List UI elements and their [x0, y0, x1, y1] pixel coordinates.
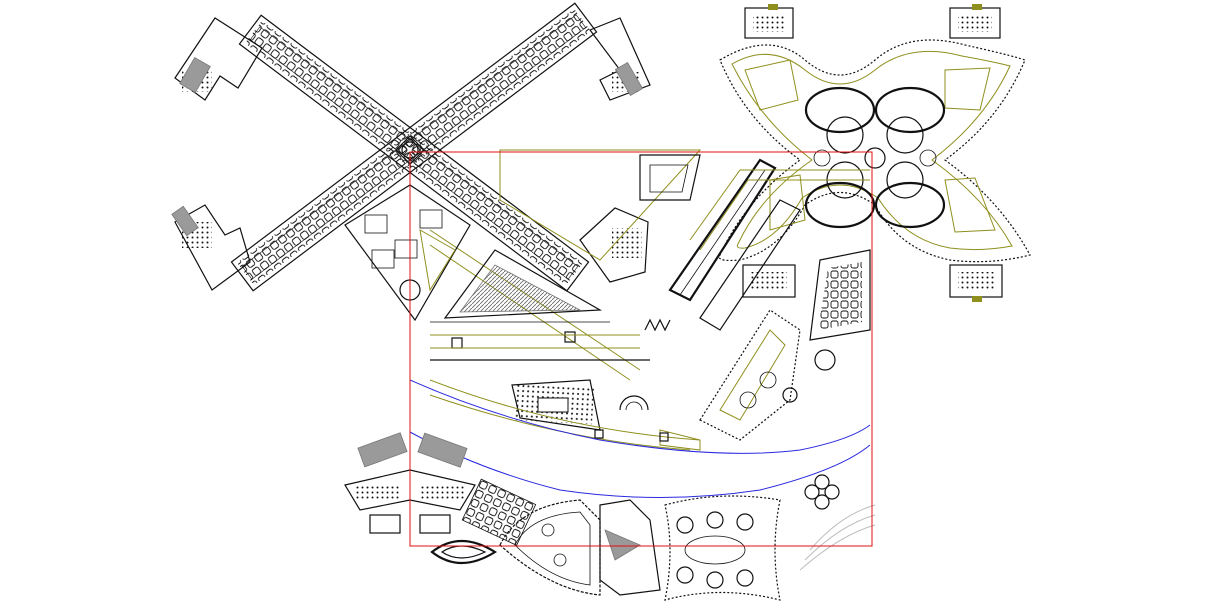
- palace-pavilion-bottom-left: [742, 264, 796, 298]
- chevron-block: [344, 432, 476, 534]
- triangular-court: [430, 249, 610, 323]
- lens-building: [430, 540, 498, 564]
- end-pavilion-top-right: [589, 17, 651, 101]
- river: [409, 379, 871, 498]
- oval-palace: [664, 495, 781, 601]
- end-pavilion-top-left: [174, 17, 263, 101]
- quatrefoil-pavilion: [804, 474, 840, 510]
- arcade-block: [699, 309, 801, 441]
- end-pavilion-bottom-right: [579, 207, 649, 283]
- end-pavilion-bottom-left: [171, 204, 251, 291]
- viewport-frame[interactable]: [409, 151, 873, 547]
- palace-pavilion-top-right: [949, 4, 1001, 39]
- palace-core: [804, 86, 946, 229]
- butterfly-palace: [718, 4, 1031, 302]
- row-houses: [461, 478, 537, 546]
- palace-pavilion-bottom-right: [949, 264, 1003, 302]
- river-north-bank: [409, 379, 871, 454]
- palace-pavilion-top-left: [744, 4, 794, 39]
- river-south-bank: [409, 431, 871, 498]
- dotted-enclosure: [511, 379, 601, 431]
- riverside-buildings: [344, 432, 876, 601]
- x-shaped-building: [171, 2, 651, 292]
- central-site: [344, 149, 871, 451]
- wedge-buildings: [344, 184, 471, 322]
